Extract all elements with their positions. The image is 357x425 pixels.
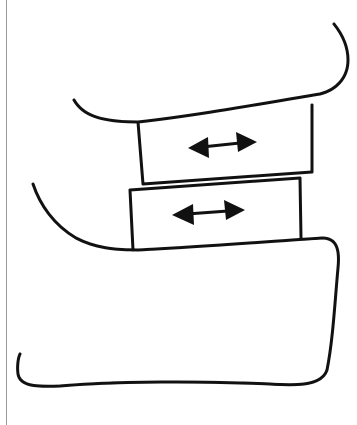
- lower-block: [130, 178, 301, 250]
- upper-jaw-outline: [74, 24, 348, 122]
- lower-block-arrow-icon: [172, 200, 245, 225]
- upper-block-arrow-icon: [188, 132, 257, 158]
